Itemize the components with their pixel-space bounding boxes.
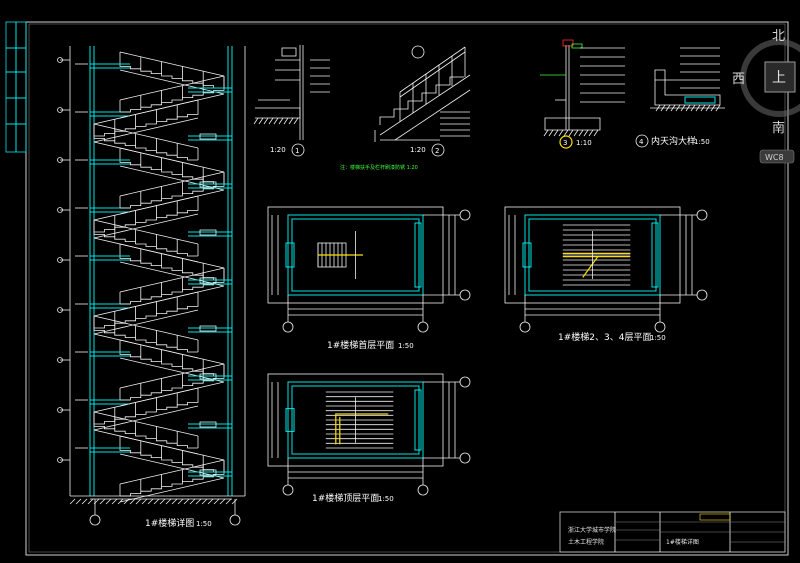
detail-1-number: 1: [295, 147, 299, 155]
first-floor-plan-scale: 1:50: [398, 342, 414, 350]
sheet-inner-border: [28, 23, 786, 553]
top-floor-plan-scale: 1:50: [378, 495, 394, 503]
compass-north[interactable]: 北: [772, 29, 785, 44]
title-block-dept: 土木工程学院: [568, 538, 604, 546]
detail-3: [540, 39, 625, 137]
typical-floor-plan-title: 1#楼梯2、3、4层平面: [558, 331, 651, 343]
detail-2-number-circle: [431, 143, 445, 157]
detail-3-number: 3: [563, 139, 567, 147]
first-floor-plan: [267, 206, 471, 333]
section-scale: 1:50: [196, 520, 212, 528]
typical-floor-plan: [504, 206, 708, 333]
detail-4-number: 4: [639, 138, 644, 146]
title-block: [559, 511, 786, 553]
compass-west[interactable]: 西: [732, 72, 745, 87]
detail-3-scale: 1:10: [576, 139, 592, 147]
typical-floor-plan-scale: 1:50: [650, 334, 666, 342]
wcs-badge[interactable]: [759, 149, 795, 164]
detail-2-number: 2: [435, 147, 439, 155]
sheet-border: [25, 21, 789, 556]
compass-south[interactable]: 南: [772, 120, 785, 136]
section-title: 1#楼梯详图: [145, 517, 194, 529]
detail-2: [374, 45, 471, 142]
general-note: 注：楼梯扶手及栏杆刷漆防锈 1:20: [340, 164, 418, 171]
title-block-drawing-name: 1#楼梯详图: [666, 538, 699, 546]
detail-4-number-circle: [635, 134, 649, 148]
detail-4-scale: 1:50: [694, 138, 710, 146]
title-block-school: 浙江大学城市学院: [568, 526, 616, 534]
viewcube-face[interactable]: [764, 61, 796, 93]
wcs-badge-label[interactable]: WC8: [765, 153, 784, 162]
binding-strip: [5, 21, 27, 153]
first-floor-plan-title: 1#楼梯首层平面: [327, 339, 394, 351]
viewcube-top-label[interactable]: 上: [772, 70, 786, 86]
top-floor-plan: [267, 373, 471, 496]
detail-1-scale: 1:20: [270, 146, 286, 154]
top-floor-plan-title: 1#楼梯顶层平面: [312, 492, 379, 504]
detail-4-title: 内天沟大样: [651, 135, 696, 147]
view-compass[interactable]: 北 西 南 上 WC8: [732, 29, 800, 164]
detail-4: [650, 47, 725, 112]
detail-3-number-circle: [559, 135, 573, 149]
detail-1: [253, 45, 330, 140]
detail-1-number-circle: [291, 143, 305, 157]
detail-2-scale: 1:20: [410, 146, 426, 154]
stair-section-view: [57, 46, 246, 526]
